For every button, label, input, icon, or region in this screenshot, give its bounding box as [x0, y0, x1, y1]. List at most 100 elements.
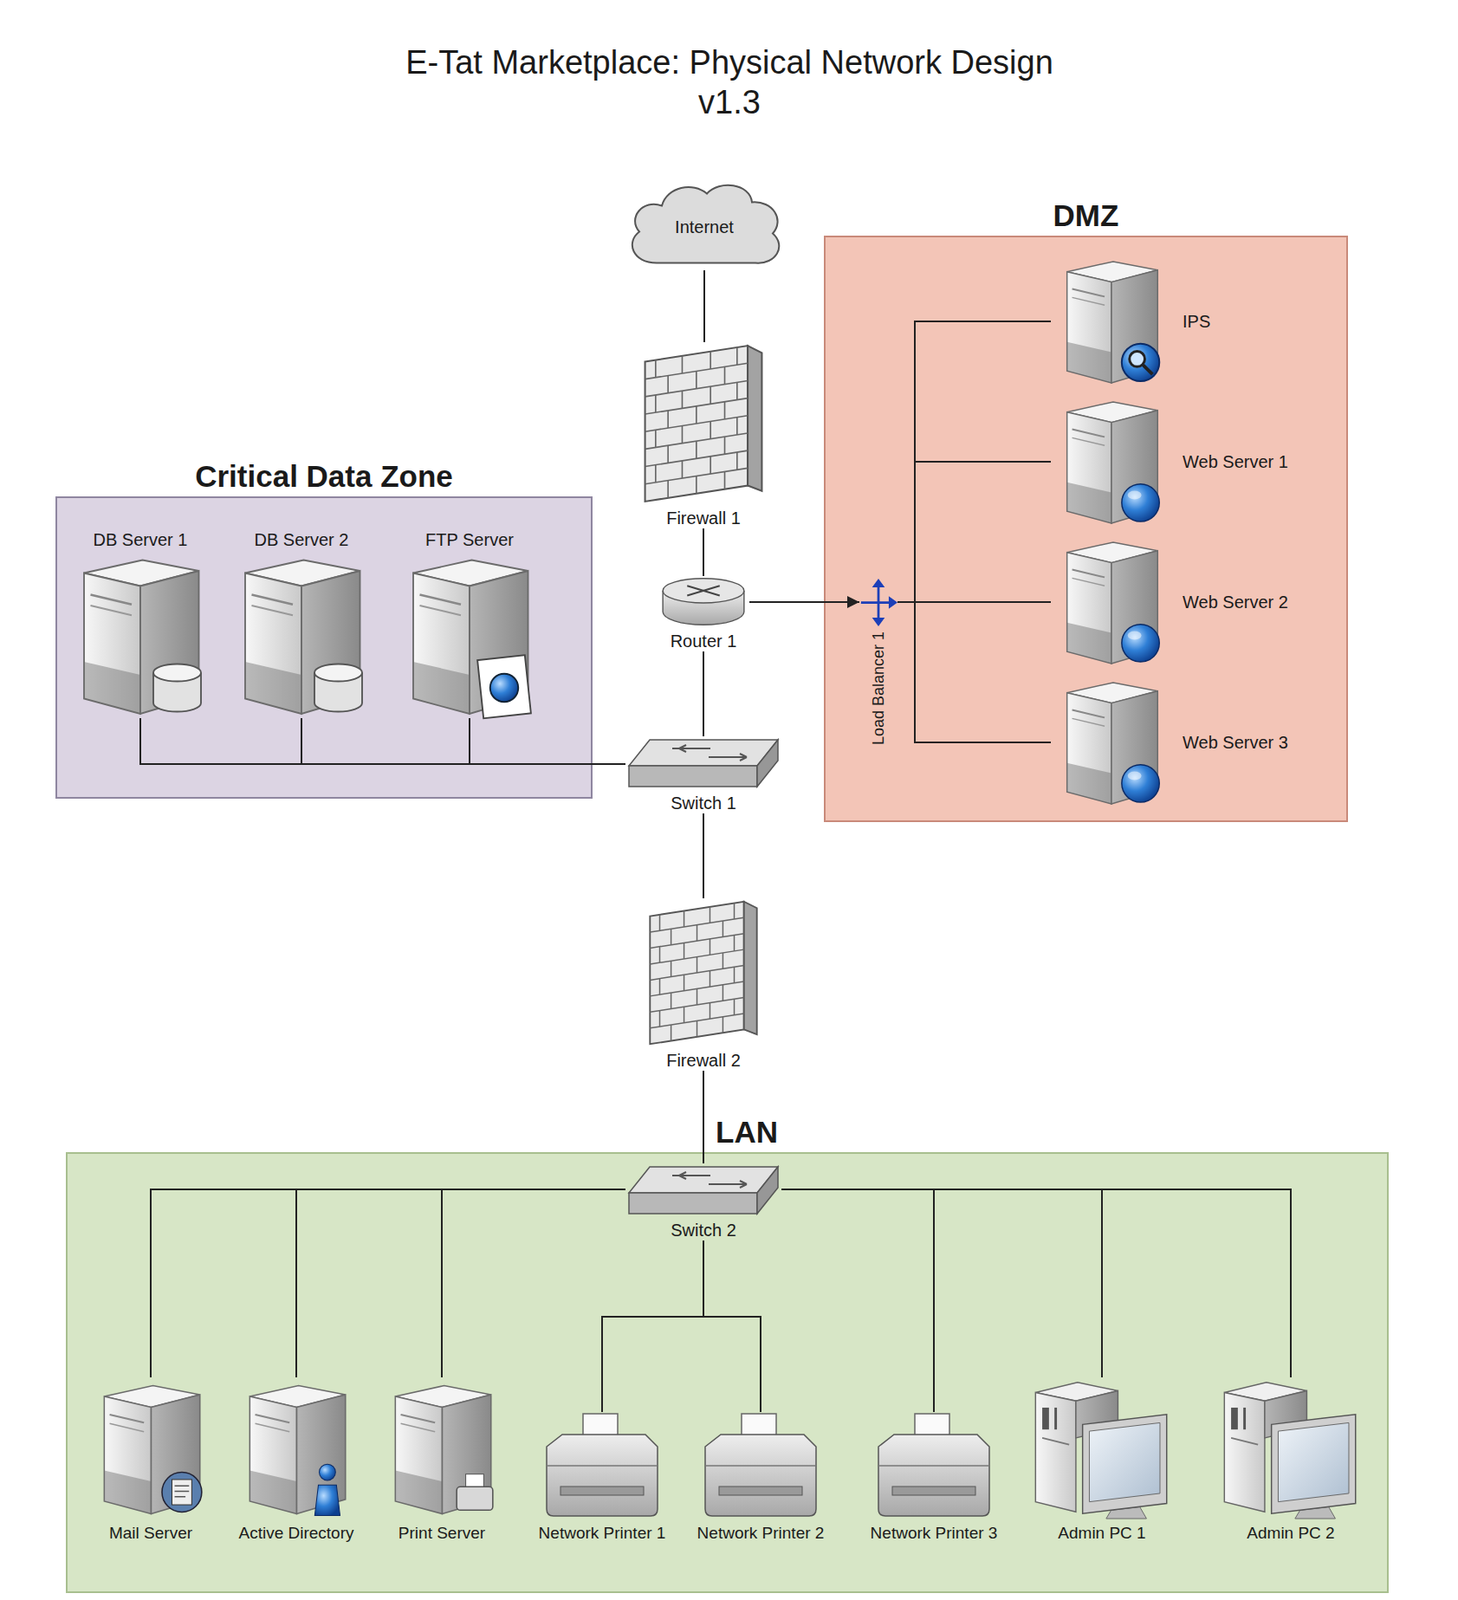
network-link: [602, 1240, 704, 1413]
network-link: [703, 1240, 761, 1413]
firewall-icon-part: [736, 417, 739, 435]
directory-server: Active Directory: [222, 1377, 370, 1543]
firewall-icon-part: [659, 978, 661, 995]
diagram-title: E-Tat Marketplace: Physical Network Desi…: [391, 43, 1068, 123]
server-icon-part: [1121, 343, 1160, 382]
firewall-icon-part: [709, 351, 712, 370]
network-link: [301, 718, 626, 765]
server-icon-part: [162, 1472, 202, 1513]
firewall-icon-part: [724, 471, 726, 489]
ips-server: IPS: [1050, 256, 1211, 387]
firewall-icon-part: [667, 445, 669, 463]
pc-icon-part: [1035, 1392, 1076, 1512]
title-holder: E-Tat Marketplace: Physical Network Desi…: [391, 43, 1068, 123]
printer-icon-part: [546, 1464, 658, 1467]
firewall-icon-part: [722, 984, 724, 1001]
server-icon-part: [1072, 289, 1106, 298]
firewall-icon-part: [724, 366, 726, 384]
firewall-icon-part: [709, 1003, 711, 1019]
printer-icon-part: [560, 1486, 644, 1496]
network-link: [897, 601, 1051, 603]
firewall-icon-part: [722, 1017, 724, 1033]
firewall-icon: [642, 898, 765, 1048]
device-label: Network Printer 3: [870, 1523, 998, 1543]
pc-icon-part: [1224, 1392, 1265, 1512]
switch-icon-part: [628, 765, 758, 787]
network-link: [703, 270, 706, 343]
web-server: Web Server 1: [1050, 396, 1289, 527]
network-printer: Network Printer 2: [686, 1412, 835, 1543]
printer-icon-part: [719, 1486, 803, 1496]
firewall-icon-part: [681, 390, 684, 409]
server-icon-part: [420, 605, 462, 616]
server-icon-part: [1127, 491, 1142, 500]
device-label: Switch 2: [670, 1220, 737, 1241]
printer-icon-part: [878, 1434, 990, 1517]
device-label: Load Balancer 1: [869, 631, 888, 746]
zone-heading: LAN: [715, 1114, 778, 1150]
firewall-icon-part: [670, 992, 672, 1009]
firewall-icon-part: [709, 907, 711, 923]
device-label: Web Server 2: [1182, 592, 1289, 613]
switch-icon: [625, 736, 782, 791]
server-icon-part: [252, 605, 294, 616]
server-icon-part: [420, 595, 462, 605]
firewall-icon-part: [683, 910, 685, 927]
network-printer: Network Printer 1: [528, 1412, 676, 1543]
server-icon-part: [84, 661, 141, 714]
firewall-icon-part: [654, 395, 657, 413]
lb-icon-part: [861, 584, 892, 620]
internet-cloud: Internet: [622, 177, 787, 271]
firewall: Firewall 1: [641, 342, 766, 529]
network-link: [781, 1189, 1291, 1378]
print-server: Print Server: [368, 1377, 516, 1543]
server-icon: [404, 553, 535, 719]
server-icon-part: [1067, 412, 1112, 524]
server-icon: [242, 1377, 351, 1521]
server-icon-part: [314, 664, 363, 682]
firewall-icon-part: [667, 410, 669, 428]
server-icon-part: [1072, 297, 1106, 305]
network-link: [441, 1189, 626, 1378]
firewall-icon-part: [695, 440, 698, 459]
server-icon-part: [1121, 484, 1160, 522]
network-printer: Network Printer 3: [860, 1412, 1008, 1543]
switch-icon-part: [628, 1166, 778, 1193]
switch-icon-part: [672, 1172, 747, 1188]
pc-icon: [1217, 1377, 1365, 1521]
printer-icon: [873, 1412, 995, 1521]
firewall-icon-part: [645, 345, 749, 502]
server-icon-part: [456, 1486, 493, 1510]
firewall-icon-part: [709, 421, 712, 439]
zone-band: DMZIPSWeb Server 1Web Server 2Web Server…: [824, 236, 1348, 822]
router: Router 1: [657, 576, 750, 652]
server-icon-part: [103, 1396, 151, 1514]
firewall-icon-part: [659, 946, 661, 963]
server-icon: [1050, 396, 1173, 527]
zone-fill: [824, 236, 1348, 822]
server-icon-part: [1067, 342, 1112, 383]
firewall-icon: [641, 342, 766, 506]
server-icon: [75, 553, 206, 719]
firewall-icon-part: [670, 928, 672, 945]
network-link: [781, 1189, 934, 1413]
firewall-icon-part: [736, 382, 739, 400]
firewall-icon-part: [695, 406, 698, 424]
server-icon-part: [153, 664, 201, 682]
zone-fill: [66, 1153, 1388, 1593]
device-label: Network Printer 2: [697, 1523, 825, 1543]
network-link: [702, 1070, 705, 1164]
network-link: [897, 602, 1051, 743]
device-label: DB Server 2: [254, 530, 350, 551]
device-label: Admin PC 1: [1057, 1523, 1146, 1543]
mail-server: Mail Server: [77, 1377, 225, 1543]
firewall-icon-part: [696, 957, 698, 973]
firewall-icon-part: [709, 971, 711, 987]
server-icon: [1050, 256, 1173, 387]
load-balancer: Load Balancer 1: [859, 578, 898, 746]
server-icon: [97, 1377, 206, 1521]
firewall-icon-part: [722, 920, 724, 937]
server-icon-part: [1067, 763, 1112, 804]
network-link: [781, 1189, 1102, 1378]
